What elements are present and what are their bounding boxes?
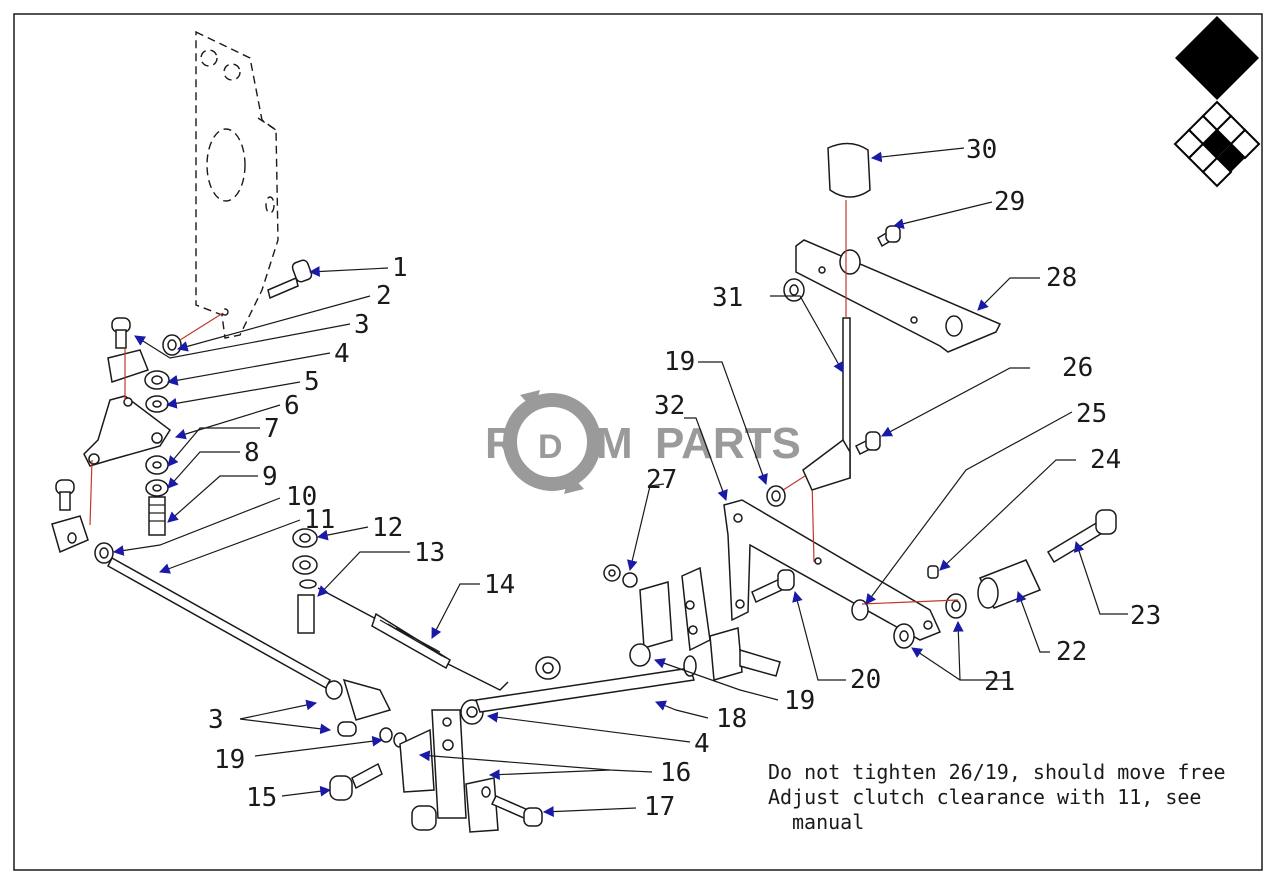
bushing-7 [145, 455, 169, 475]
bushing-4 [144, 370, 170, 390]
lever-arm-6 [83, 395, 171, 467]
knob-30 [827, 142, 871, 198]
bolt-9 [148, 496, 166, 536]
label-part-25: 25 [1076, 399, 1107, 429]
label-part-11: 11 [304, 505, 335, 535]
plate-28 [795, 239, 1002, 353]
label-part-31: 31 [712, 283, 743, 313]
label-part-24: 24 [1090, 445, 1121, 475]
label-part-8: 8 [244, 438, 260, 468]
watermark-letter-d: D [538, 428, 563, 466]
bracket-center [629, 566, 781, 681]
label-part-10: 10 [286, 482, 317, 512]
label-part-15: 15 [246, 783, 277, 813]
screw-29 [877, 225, 901, 248]
sheet-border [13, 13, 1263, 871]
rdm-gear-logo-icon [503, 390, 601, 494]
label-part-23: 23 [1130, 601, 1161, 631]
label-part-17: 17 [644, 792, 675, 822]
spring-14 [317, 587, 509, 691]
shaft-18 [475, 655, 697, 713]
clevis-lower-left [51, 515, 89, 554]
washer-19-upper [766, 485, 786, 507]
label-part-32: 32 [654, 391, 685, 421]
nut-13 [292, 555, 318, 634]
bolt-20 [751, 569, 795, 604]
part-labels: 1 2 3 4 5 6 7 8 9 10 11 12 13 14 3 19 15… [208, 135, 1161, 822]
label-part-7: 7 [264, 414, 280, 444]
label-part-28: 28 [1046, 263, 1077, 293]
assembly-notes: Do not tighten 26/19, should move free A… [768, 760, 1226, 834]
note-line-2: Adjust clutch clearance with 11, see [768, 785, 1201, 809]
label-part-20: 20 [850, 665, 881, 695]
label-part-9: 9 [262, 462, 278, 492]
label-part-21: 21 [984, 667, 1015, 697]
label-part-26: 26 [1062, 353, 1093, 383]
washer-2 [162, 334, 182, 356]
rod-11 [107, 556, 331, 690]
label-part-19-lower-mid: 19 [784, 686, 815, 716]
plate-32 [723, 499, 942, 641]
label-part-27: 27 [646, 465, 677, 495]
watermark-word-parts: PARTS [655, 419, 801, 468]
bolt-23 [1046, 509, 1117, 564]
spacer-22 [977, 559, 1042, 609]
label-part-22: 22 [1056, 637, 1087, 667]
watermark-letter-m: M [596, 419, 633, 468]
note-line-1: Do not tighten 26/19, should move free [768, 760, 1226, 784]
label-part-2: 2 [376, 281, 392, 311]
label-part-3-top: 3 [354, 310, 370, 340]
bushing-4-lower [535, 656, 561, 680]
watermark: R D M PARTS [485, 390, 801, 494]
bolt-17 [490, 795, 543, 827]
label-part-4-lower: 4 [694, 729, 710, 759]
label-part-13: 13 [414, 538, 445, 568]
lever-31 [802, 317, 851, 491]
washer-5 [145, 395, 169, 413]
label-part-16: 16 [660, 758, 691, 788]
bolt-1 [267, 259, 313, 300]
label-part-29: 29 [994, 187, 1025, 217]
label-part-4-top: 4 [334, 339, 350, 369]
label-part-19-lower-left: 19 [214, 745, 245, 775]
pin-25 [851, 599, 869, 621]
label-part-6: 6 [284, 391, 300, 421]
watermark-letter-r: R [485, 419, 517, 468]
label-part-5: 5 [304, 367, 320, 397]
label-part-18: 18 [716, 704, 747, 734]
nuts-27 [603, 564, 638, 588]
pin-3-top [111, 317, 131, 349]
bolt-26 [854, 431, 881, 456]
diamond-logo-icon [1173, 16, 1261, 188]
note-line-3: manual [792, 810, 864, 834]
bracket-16 [399, 709, 499, 833]
label-part-1: 1 [392, 253, 408, 283]
bolt-15 [329, 762, 383, 801]
label-part-3-lower: 3 [208, 705, 224, 735]
washer-8 [145, 479, 169, 497]
leaders [112, 147, 1128, 817]
label-part-30: 30 [966, 135, 997, 165]
clevis-lower [325, 678, 392, 737]
pedal-plate [195, 30, 279, 339]
label-part-19-upper: 19 [664, 347, 695, 377]
label-part-12: 12 [372, 513, 403, 543]
screw-24 [927, 565, 939, 579]
pin-3-lower-left [55, 479, 75, 511]
label-part-14: 14 [484, 570, 515, 600]
clevis-top [107, 349, 149, 383]
